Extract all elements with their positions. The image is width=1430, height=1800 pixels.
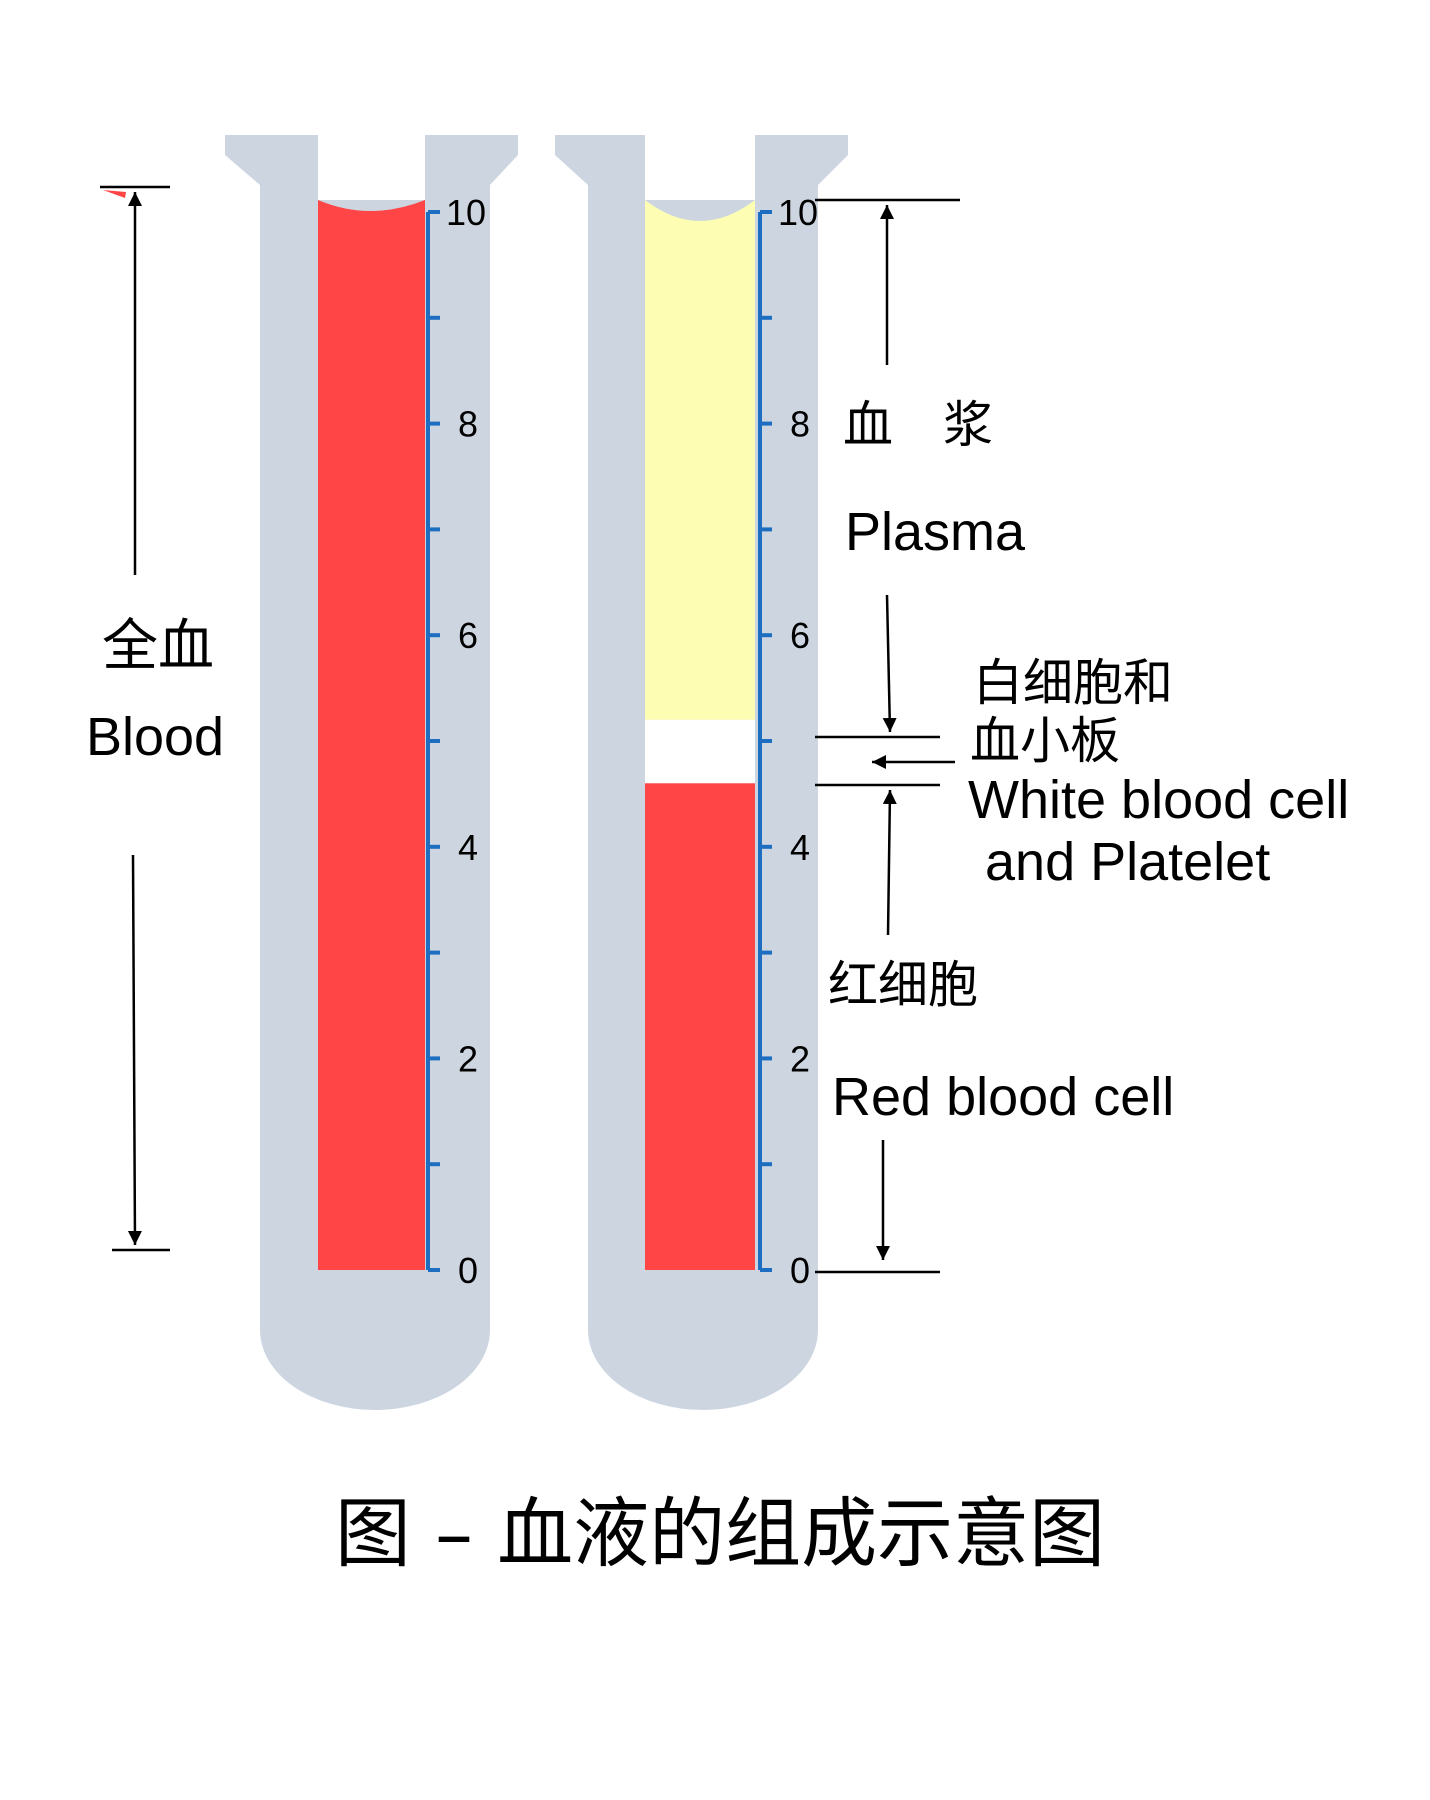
scale-label: 10 (446, 192, 486, 233)
buffy-label-zh-line2: 血小板 (970, 713, 1120, 769)
red-mark (103, 190, 126, 198)
red-cell-layer (645, 783, 755, 1270)
whole-blood-down-arrow (133, 855, 135, 1245)
scale-label: 6 (458, 615, 478, 656)
scale-label: 0 (790, 1250, 810, 1291)
tube-whole-blood: 0 2 4 6 8 10 (225, 135, 518, 1410)
red-cell-label-en: Red blood cell (832, 1067, 1174, 1127)
tube-separated-blood: 0 2 4 6 8 10 (555, 135, 848, 1410)
scale-label: 2 (790, 1038, 810, 1079)
plasma-label-en: Plasma (845, 502, 1026, 562)
whole-blood-label-en: Blood (86, 707, 224, 767)
buffy-label-en-line1: White blood cell (968, 770, 1349, 830)
scale-label: 6 (790, 615, 810, 656)
scale-label: 8 (458, 404, 478, 445)
scale-label: 2 (458, 1038, 478, 1079)
scale-label: 8 (790, 404, 810, 445)
buffy-coat-layer (645, 720, 755, 783)
scale-label: 4 (790, 827, 810, 868)
buffy-label-en-line2: and Platelet (985, 832, 1270, 892)
tube-left-blood (318, 200, 425, 1270)
scale-label: 10 (778, 192, 818, 233)
scale-label: 0 (458, 1250, 478, 1291)
plasma-layer (645, 200, 755, 720)
red-up-arrow (888, 790, 890, 935)
whole-blood-label-zh: 全血 (102, 614, 214, 677)
buffy-label-zh-line1: 白细胞和 (973, 655, 1173, 711)
plasma-down-arrow (887, 595, 890, 732)
plasma-label-zh: 血 浆 (843, 397, 993, 453)
figure-caption: 图 – 血液的组成示意图 (335, 1489, 1105, 1578)
red-cell-label-zh: 红细胞 (828, 957, 978, 1013)
scale-label: 4 (458, 827, 478, 868)
